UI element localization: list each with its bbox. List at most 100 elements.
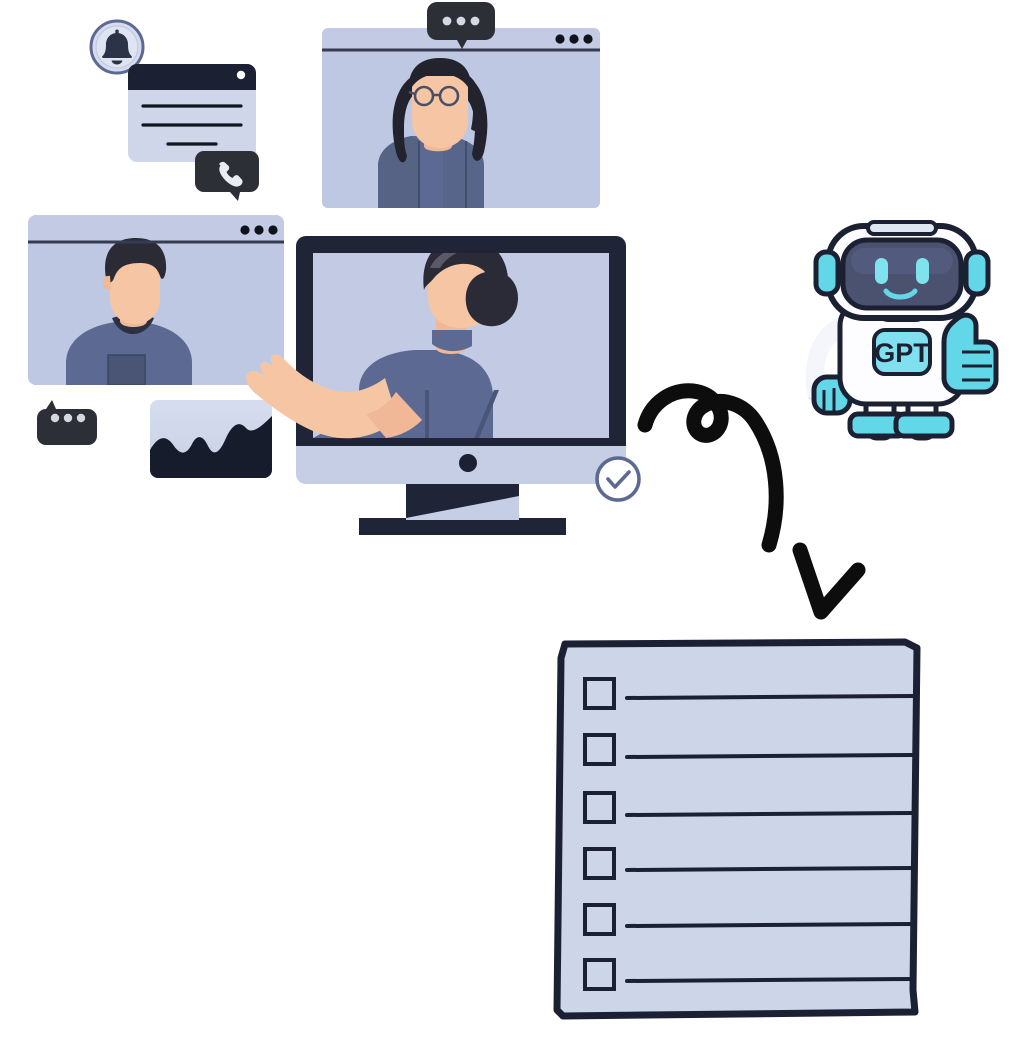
checklist-paper [553,638,921,1020]
video-window-woman[interactable] [322,28,600,208]
ponytail-shirt-seam-left [425,390,429,438]
robot-visor-glare [851,248,953,274]
video-window-woman-titlebar-dots[interactable] [555,34,593,44]
checklist-item-4[interactable] [583,847,915,880]
titlebar-dot-3 [583,34,593,44]
video-window-man-content [28,238,284,385]
man-ear [102,275,111,290]
typing-dot-2 [456,16,466,26]
man-face [110,252,160,324]
desktop-monitor[interactable] [296,236,626,535]
man-shirt-pocket [108,355,145,385]
video-window-woman-content [322,50,600,208]
typing-dot-2 [63,413,73,423]
ponytail-shirt-seam-right [474,390,499,438]
robot-head-strip [866,220,938,236]
document-card[interactable] [128,64,256,162]
video-window-man[interactable] [28,215,284,385]
checklist-line-2 [625,753,915,759]
typing-dots-icon [442,16,480,26]
checklist-line-1 [625,694,915,700]
robot-right-foot [893,411,955,439]
checklist-checkbox-4[interactable] [583,847,616,880]
checklist-line-5 [625,922,915,928]
robot-thumbs-up-hand [941,312,999,395]
titlebar-dot-2 [254,225,264,235]
reaching-arm-elbow [366,392,422,438]
titlebar-dot-1 [240,225,250,235]
curved-arrow [637,383,866,620]
robot-chest-label: GPT [874,338,930,368]
phone-handset-icon [219,161,243,187]
checklist-line-4 [625,866,915,872]
document-header-dot-icon [236,70,246,80]
typing-dot-1 [50,413,60,423]
robot-chest-badge [872,328,932,376]
chat-bubble-left[interactable] [37,400,97,445]
document-text-lines [141,104,243,146]
woman-hair-fringe [408,58,472,92]
ponytail-hair-top [423,253,509,314]
monitor-camera-icon [459,454,477,472]
participant-woman-figure [378,58,488,208]
gpt-robot-mascot[interactable]: GPT [805,220,999,441]
check-badge-ring [595,456,641,502]
chat-bubble-top-shape [427,2,495,49]
ponytail-bun [465,271,518,327]
arrow-shaft [637,383,784,553]
typing-dot-1 [442,16,452,26]
titlebar-dot-3 [268,225,278,235]
chart-card-plot [150,416,272,478]
titlebar-dot-1 [555,34,565,44]
checklist-checkbox-5[interactable] [583,903,616,936]
woman-glasses-icon [408,85,460,107]
titlebar-dot-2 [569,34,579,44]
arrow-head [792,542,866,620]
robot-right-eye [916,258,929,284]
monitor-base [359,518,566,535]
checklist-checkbox-1[interactable] [583,677,616,710]
check-circle-icon [606,470,631,489]
task-checklist[interactable] [553,638,921,1020]
typing-dot-3 [76,413,86,423]
checklist-item-3[interactable] [583,791,915,824]
robot-smile [883,288,918,300]
typing-dot-3 [470,16,480,26]
robot-right-ear [963,249,991,297]
man-hair [105,238,167,283]
robot-left-eye [875,258,888,284]
chat-bubble-top[interactable] [427,2,495,49]
woman-sweater-shadow-left [378,136,419,208]
checklist-item-2[interactable] [583,733,915,766]
monitor-stand-shadow [406,482,519,518]
man-shirt-pocket-outline [107,354,146,385]
analytics-chart-card[interactable] [150,400,272,478]
checklist-checkbox-2[interactable] [583,733,616,766]
man-shirt [66,322,192,385]
checklist-checkbox-3[interactable] [583,791,616,824]
checklist-item-6[interactable] [583,958,915,991]
check-badge[interactable] [595,456,641,502]
ponytail-hair-highlight [430,253,457,268]
chat-bubble-left-shape [37,400,97,445]
bell-icon [102,29,132,65]
robot-left-ear [813,249,841,297]
reaching-arm-forearm [246,354,398,439]
checklist-line-3 [625,811,915,817]
checklist-line-6 [625,977,915,983]
woman-face [412,76,468,148]
ponytail-collar [432,330,472,352]
reaching-arm [246,354,422,439]
typing-dots-icon [50,413,86,423]
video-window-man-titlebar-dots[interactable] [240,225,278,235]
phone-call-bubble[interactable] [195,151,259,201]
checklist-item-5[interactable] [583,903,915,936]
chart-area-series [150,416,272,478]
checklist-checkbox-6[interactable] [583,958,616,991]
checklist-item-1[interactable] [583,677,915,710]
document-card-header [128,64,256,90]
bell-notification-badge[interactable] [89,19,145,75]
woman-hair-side-right [466,74,480,131]
